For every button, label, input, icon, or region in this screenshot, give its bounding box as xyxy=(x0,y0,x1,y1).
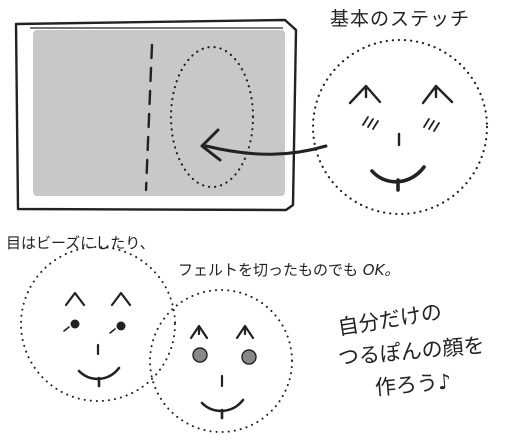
fabric-panel xyxy=(33,30,285,196)
right-bead-eye-icon xyxy=(116,321,126,331)
right-brow-icon xyxy=(110,291,132,307)
mouth-icon xyxy=(77,366,121,388)
face-outline xyxy=(311,38,489,216)
right-cheek-icon xyxy=(423,118,440,132)
right-brow-icon xyxy=(235,324,255,340)
left-cheek-icon xyxy=(362,116,379,130)
mouth-icon xyxy=(370,165,426,192)
left-brow-icon xyxy=(64,291,86,307)
fabric-swatch xyxy=(14,18,298,212)
felt-note: フェルトを切ったものでも OK。 xyxy=(178,263,399,278)
face-basic-stitch xyxy=(311,38,489,216)
page-title: 基本のステッチ xyxy=(330,8,471,30)
left-felt-eye-icon xyxy=(192,347,208,363)
mouth-icon xyxy=(200,398,245,420)
beads-note: 目はビーズにしたり、 xyxy=(6,234,155,252)
right-felt-eye-icon xyxy=(241,349,257,365)
left-brow-icon xyxy=(189,324,209,340)
dotted-oval-stitch xyxy=(169,45,255,189)
arrow-head xyxy=(200,128,222,162)
arrow-shaft xyxy=(204,144,328,156)
left-bead-eye-icon xyxy=(70,319,80,329)
running-stitch-line xyxy=(144,43,154,192)
face-felt-eyes xyxy=(149,289,293,433)
felt-note-ok: OK。 xyxy=(362,261,400,279)
left-eye-lash-icon xyxy=(63,326,116,334)
fabric-border xyxy=(14,18,298,212)
face-bead-eyes xyxy=(20,246,176,402)
curved-arrow xyxy=(200,128,328,162)
face-outline xyxy=(149,289,293,433)
left-eye-icon xyxy=(348,84,382,105)
face-outline xyxy=(20,246,176,402)
right-eye-icon xyxy=(421,84,454,105)
felt-note-text: フェルトを切ったものでも xyxy=(178,261,363,279)
